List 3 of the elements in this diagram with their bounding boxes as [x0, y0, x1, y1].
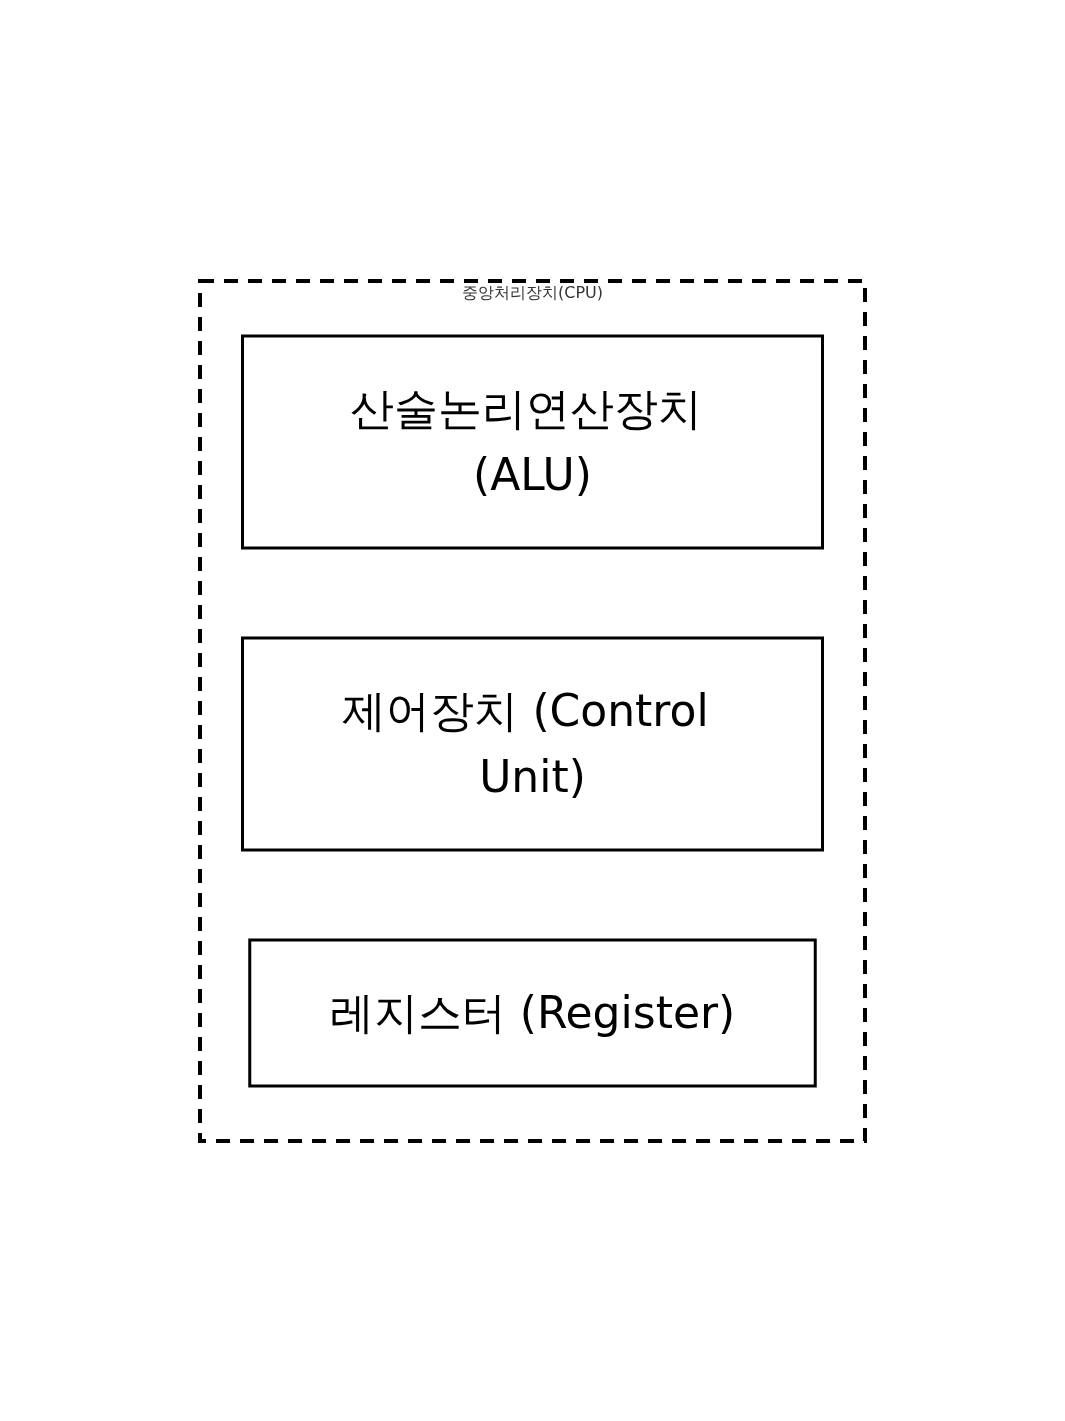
node-box: 산술논리연산장치 (ALU)	[241, 334, 824, 549]
node-box: 레지스터 (Register)	[248, 938, 817, 1087]
node-box: 제어장치 (Control Unit)	[241, 636, 824, 851]
